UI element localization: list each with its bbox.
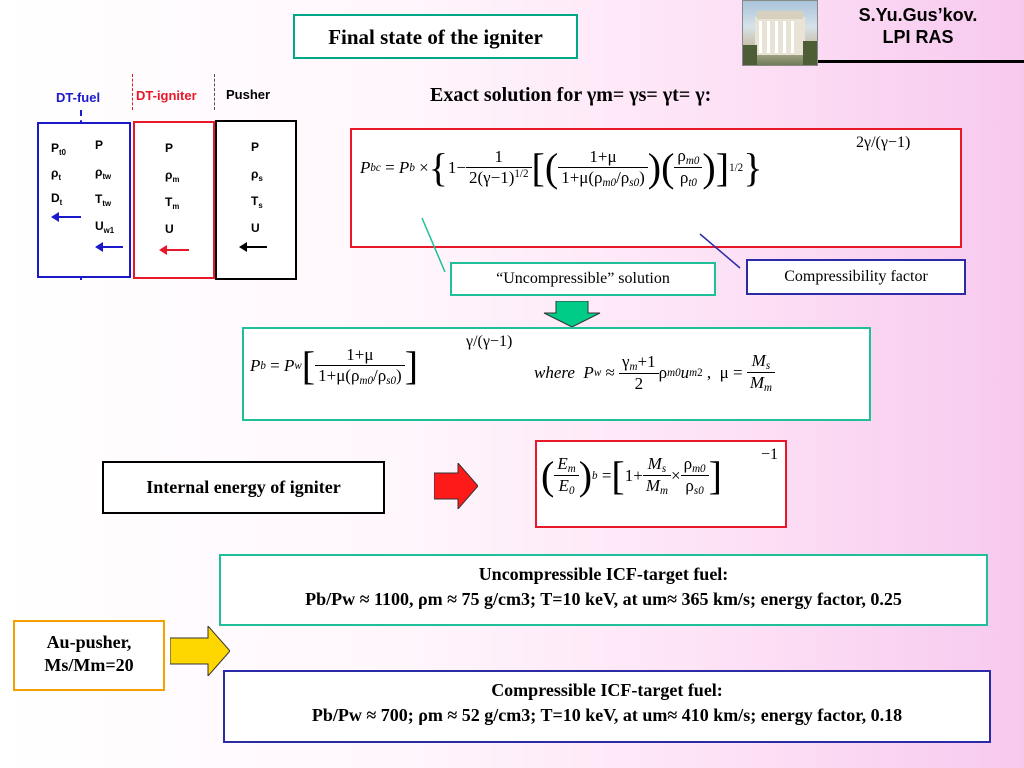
dt-igniter-box: P ρm Tm U [133,121,215,279]
pusher-rho: ρs [251,167,263,183]
pusher-t: Ts [251,194,263,210]
author-underline [818,60,1024,63]
author-affiliation: LPI RAS [882,27,954,47]
fuel-left-p: Pt0 [51,141,66,157]
author-block: S.Yu.Gus’kov. LPI RAS [818,4,1018,48]
uncompressible-label: “Uncompressible” solution [496,270,670,287]
fuel-right-rho: ρtw [95,165,112,181]
arrow-left-icon [101,246,123,248]
author-name: S.Yu.Gus’kov. [858,5,978,25]
uncompressible-callout: “Uncompressible” solution [450,262,716,296]
internal-energy-box: Internal energy of igniter [102,461,385,514]
where-label: where [534,362,575,382]
igniter-t: Tm [165,195,180,211]
compressibility-label: Compressibility factor [784,268,928,285]
igniter-rho: ρm [165,168,180,184]
arrow-left-icon [55,216,81,218]
compressible-result-box: Compressible ICF-target fuel: Pb/Pw ≈ 70… [223,670,991,743]
arrow-left-icon [165,249,189,251]
separator-dashed-2 [132,74,133,110]
compressible-result-title: Compressible ICF-target fuel: [491,680,723,700]
fuel-right-u: Uw1 [95,219,115,235]
fuel-right-t: Ttw [95,192,112,208]
igniter-p: P [165,141,174,155]
pb-formula-exponent: γ/(γ−1) [466,333,513,350]
igniter-u: U [165,222,174,236]
author-photo [742,0,818,66]
compressibility-callout: Compressibility factor [746,259,966,295]
dt-fuel-box: Pt0 ρt Dt P ρtw Ttw Uw1 [37,122,131,278]
energy-formula-exponent: −1 [761,446,779,463]
right-arrow-icon [434,463,478,509]
fuel-left-d: Dt [51,191,63,207]
title-box: Final state of the igniter [293,14,578,59]
uncompressible-result-title: Uncompressible ICF-target fuel: [478,564,729,584]
fuel-left-rho: ρt [51,166,62,182]
page-title: Final state of the igniter [328,25,543,49]
label-pusher: Pusher [226,87,271,102]
exact-solution-heading: Exact solution for γm= γs= γt= γ: [430,84,712,106]
separator-dashed-3 [214,74,215,110]
arrow-left-icon [245,246,267,248]
compressible-result-line: Pb/Pw ≈ 700; ρm ≈ 52 g/cm3; T=10 keV, at… [311,705,903,725]
label-dt-igniter: DT-igniter [136,88,197,103]
fuel-right-p: P [95,138,104,152]
au-pusher-line2: Ms/Mm=20 [44,655,134,675]
right-arrow-icon [170,626,230,676]
pusher-box: P ρs Ts U [215,120,297,280]
down-arrow-icon [543,301,601,327]
uncompressible-result-line: Pb/Pw ≈ 1100, ρm ≈ 75 g/cm3; T=10 keV, a… [305,589,902,609]
pusher-p: P [251,140,260,154]
pusher-u: U [251,221,260,235]
au-pusher-box: Au-pusher, Ms/Mm=20 [13,620,165,691]
uncompressible-result-box: Uncompressible ICF-target fuel: Pb/Pw ≈ … [219,554,988,626]
au-pusher-line1: Au-pusher, [46,632,132,652]
internal-energy-label: Internal energy of igniter [146,477,341,497]
exact-formula-exponent: 2γ/(γ−1) [856,134,911,151]
label-dt-fuel: DT-fuel [56,90,101,105]
